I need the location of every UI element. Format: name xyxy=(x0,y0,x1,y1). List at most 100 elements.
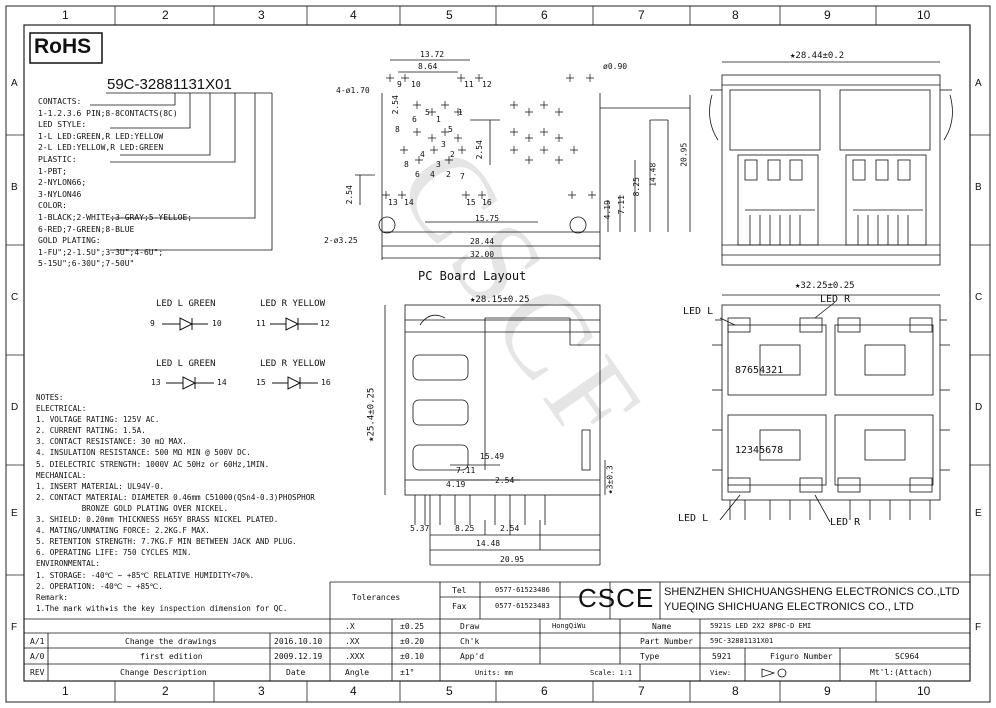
tol-val: ±0.20 xyxy=(400,637,425,646)
pin: 12 xyxy=(482,80,492,89)
tel-label: Tel xyxy=(452,586,467,595)
led-title: LED L GREEN xyxy=(156,359,216,369)
note-line: 1. VOLTAGE RATING: 125V AC. xyxy=(36,415,160,425)
option-line: 5-15U";6-30U";7-50U" xyxy=(38,259,135,269)
led-pin: 14 xyxy=(217,378,227,387)
notes: NOTES: ELECTRICAL: 1. VOLTAGE RATING: 12… xyxy=(36,392,315,614)
led-l-label: LED L xyxy=(678,513,709,524)
dim: 4.19 xyxy=(446,480,466,489)
led-pin: 9 xyxy=(150,319,155,328)
rev-desc: Change the drawings xyxy=(125,637,217,646)
col-label: 2 xyxy=(162,684,169,698)
dim: 28.44 xyxy=(470,237,495,246)
pin: 13 xyxy=(388,198,398,207)
dim: 8.25 xyxy=(455,524,475,533)
dim: 8.64 xyxy=(418,62,438,71)
note-line: 5. RETENTION STRENGTH: 7.7KG.F MIN BETWE… xyxy=(36,537,297,547)
option-line: 6-RED;7-GREEN;8-BLUE xyxy=(38,224,135,234)
pin: 2 xyxy=(446,170,451,179)
note-line: 2. CONTACT MATERIAL: DIAMETER 0.46mm C51… xyxy=(36,492,315,502)
col-label: 7 xyxy=(638,684,645,698)
led-pin: 10 xyxy=(212,319,222,328)
pin: 6 xyxy=(412,115,417,124)
row-label: B xyxy=(975,182,982,193)
dim: 7.11 xyxy=(456,466,476,475)
note-line: 6. OPERATING LIFE: 750 CYCLES MIN. xyxy=(36,548,192,558)
col-label: 3 xyxy=(258,8,265,22)
dim: 20.95 xyxy=(679,142,689,167)
option-line: 3-NYLON46 xyxy=(38,189,82,199)
led-title: LED L GREEN xyxy=(156,299,216,309)
led-title: LED R YELLOW xyxy=(260,359,326,369)
note-line: 4. INSULATION RESISTANCE: 500 MΩ MIN @ 5… xyxy=(36,448,251,458)
row-label: E xyxy=(975,508,982,519)
row-label: D xyxy=(975,402,983,413)
row-label: F xyxy=(975,622,982,633)
dim: 32.00 xyxy=(470,250,495,259)
name-label: Name xyxy=(652,622,672,631)
col-label: 1 xyxy=(62,684,69,698)
view-label: View: xyxy=(710,669,732,677)
pin: 3 xyxy=(441,140,446,149)
tol-val: ±0.10 xyxy=(400,652,425,661)
led-pin: 11 xyxy=(256,319,266,328)
option-line: PLASTIC: xyxy=(38,154,77,164)
row-label: B xyxy=(11,182,18,193)
led-pin: 15 xyxy=(256,378,266,387)
dim: ø0.90 xyxy=(603,62,628,71)
led-pin: 16 xyxy=(321,378,331,387)
rev-header: Change Description xyxy=(120,668,207,677)
note-line: 1. STORAGE: -40℃ ~ +85℃ RELATIVE HUMIDIT… xyxy=(36,570,255,580)
fig-label: Figuro Number xyxy=(770,652,833,661)
rev-code: A/1 xyxy=(30,637,45,646)
pin: 8 xyxy=(395,125,400,134)
col-label: 9 xyxy=(824,8,831,22)
led-title: LED R YELLOW xyxy=(260,299,326,309)
fax-value: 0577-61523483 xyxy=(495,602,550,610)
pin: 4 xyxy=(430,170,435,179)
dim: 13.72 xyxy=(420,50,445,59)
pin: 1 xyxy=(458,108,463,117)
note-line: 4. MATING/UNMATING FORCE: 2.2KG.F MAX. xyxy=(36,526,210,536)
rev-date: 2016.10.10 xyxy=(274,637,323,646)
col-label: 4 xyxy=(350,8,357,22)
front-width: ★28.44±0.2 xyxy=(790,51,845,61)
led-pin: 12 xyxy=(320,319,330,328)
col-label: 2 xyxy=(162,8,169,22)
units: Units: mm xyxy=(475,669,513,677)
row-label: C xyxy=(11,292,19,303)
tol-key: .X xyxy=(345,622,355,631)
part-code: 59C-32881131X01 xyxy=(107,76,232,93)
pin: 2 xyxy=(450,150,455,159)
note-line: 2. OPERATION: -40℃ ~ +85℃. xyxy=(36,581,163,591)
dim: 14.48 xyxy=(648,162,658,187)
note-line: BRONZE GOLD PLATING OVER NICKEL. xyxy=(36,503,229,513)
options-list: CONTACTS: 1-1.2.3.6 PIN;8-8CONTACTS(8C) … xyxy=(38,96,192,270)
pin: 5 xyxy=(448,125,453,134)
dim: 2.54 xyxy=(390,95,400,115)
col-label: 6 xyxy=(541,684,548,698)
title-block xyxy=(24,581,970,681)
dim: 5.37 xyxy=(410,524,430,533)
scale: Scale: 1:1 xyxy=(590,669,633,677)
row-label: D xyxy=(11,402,19,413)
dim: 4.19 xyxy=(602,200,612,220)
col-label: 8 xyxy=(732,684,739,698)
pin: 14 xyxy=(404,198,414,207)
pn-value: 59C-32881131X01 xyxy=(710,637,774,645)
pcb-title: PC Board Layout xyxy=(418,269,527,283)
led-r-label: LED R xyxy=(830,517,861,528)
rohs-mark: RoHS xyxy=(34,35,92,58)
dim: 20.95 xyxy=(500,555,525,564)
material: Mt'l:(Attach) xyxy=(870,668,933,677)
note-line: 3. SHIELD: 0.20mm THICKNESS H65Y BRASS N… xyxy=(36,515,279,525)
chk-label: Ch'k xyxy=(460,637,480,646)
tolerances-label: Tolerances xyxy=(352,593,401,602)
note-line: MECHANICAL: xyxy=(36,470,87,480)
pin: 7 xyxy=(460,172,465,181)
rev-date: 2009.12.19 xyxy=(274,652,323,661)
rev-header: REV xyxy=(30,668,45,677)
side-height: ★25.4±0.25 xyxy=(366,387,377,442)
face-view xyxy=(712,294,950,523)
option-line: 2-NYLON66; xyxy=(38,178,87,188)
